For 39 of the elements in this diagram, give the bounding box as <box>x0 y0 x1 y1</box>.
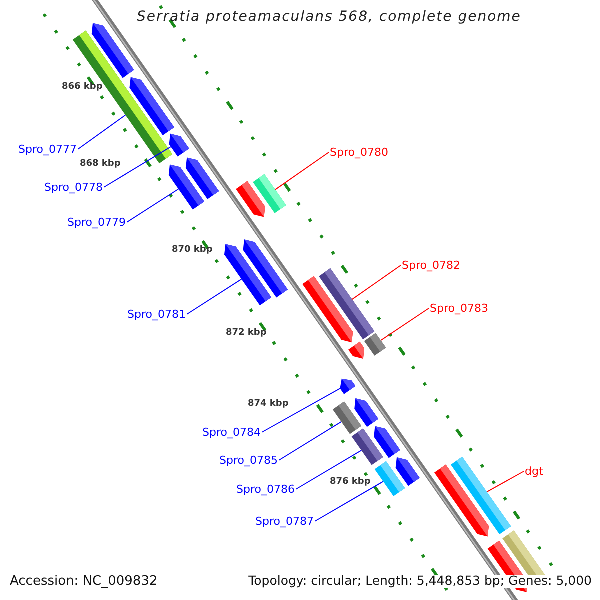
gene-label: Spro_0785 <box>220 455 278 466</box>
leader-line <box>186 278 242 315</box>
gene-label: Spro_0786 <box>236 484 295 495</box>
leader-line <box>104 146 172 188</box>
gene-label: Spro_0781 <box>128 309 186 320</box>
accession-text: Accession: NC_009832 <box>10 575 158 588</box>
gene-label: Spro_0782 <box>402 260 460 271</box>
scale-label: 872 kbp <box>226 329 267 338</box>
title: Serratia proteamaculans 568, complete genome <box>137 10 522 24</box>
scale-label: 874 kbp <box>248 400 289 409</box>
scale-label: 868 kbp <box>80 160 121 169</box>
leader-line <box>314 481 384 522</box>
scale-label: 866 kbp <box>62 83 103 92</box>
gene-label: Spro_0787 <box>256 516 314 527</box>
leader-line <box>486 471 524 493</box>
gene-label: Spro_0783 <box>430 303 488 314</box>
gene-block <box>340 378 356 394</box>
leader-line <box>78 114 126 150</box>
gene-label: Spro_0780 <box>330 147 388 158</box>
gene-block <box>364 333 386 356</box>
leader-line <box>126 188 180 223</box>
gene-block <box>253 174 286 214</box>
leader-line <box>380 308 430 342</box>
gene-label: Spro_0779 <box>68 217 126 228</box>
gene-label: Spro_0784 <box>202 427 261 438</box>
genome-info-text: Topology: circular; Length: 5,448,853 bp; Genes: 5,000 <box>248 575 592 588</box>
leader-line <box>278 421 342 461</box>
scale-label: 876 kbp <box>330 478 371 487</box>
leader-line <box>274 152 330 190</box>
gene-label: Spro_0777 <box>18 144 77 155</box>
gene-block <box>169 134 190 157</box>
gene-label: dgt <box>525 466 544 477</box>
leader-line <box>352 265 402 300</box>
leader-line <box>296 450 362 490</box>
leader-line <box>262 388 341 433</box>
gene-label: Spro_0778 <box>44 182 103 193</box>
gene-block <box>319 268 375 340</box>
scale-label: 870 kbp <box>172 246 213 255</box>
gene-block <box>451 456 512 534</box>
